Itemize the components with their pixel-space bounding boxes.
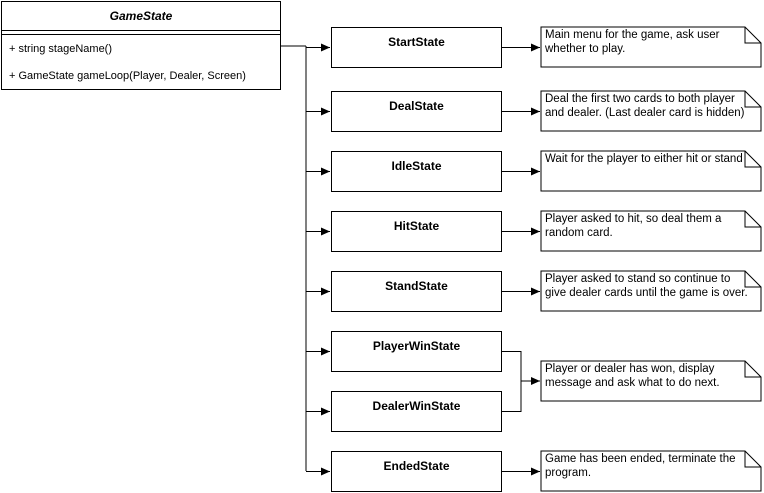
class-divider [2, 31, 280, 35]
note-fold [744, 211, 761, 228]
game-state-class: GameState + string stageName() + GameSta… [1, 1, 281, 90]
state-box-idlestate: IdleState [331, 151, 502, 192]
game-state-class-title: GameState [2, 2, 280, 31]
note-shape [540, 26, 762, 68]
method-stage-name: + string stageName() [9, 43, 113, 55]
note-text: Player or dealer has won, display [545, 363, 715, 375]
note-text: random card. [545, 227, 613, 239]
note-text: Deal the first two cards to both player [545, 93, 735, 105]
note-shape [540, 450, 762, 492]
note-text: Wait for the player to either hit or sta… [545, 153, 743, 165]
note-text: and dealer. (Last dealer card is hidden) [545, 107, 745, 119]
note-text: Player asked to stand so continue to [545, 273, 731, 285]
note-text: message and ask what to do next. [545, 377, 720, 389]
state-label: IdleState [391, 159, 442, 173]
merge-connector [501, 351, 522, 412]
state-label: EndedState [383, 459, 450, 473]
state-label: StartState [388, 35, 445, 49]
state-box-playerwinstate: PlayerWinState [331, 331, 502, 372]
state-label: DealState [389, 99, 444, 113]
note-fold [744, 271, 761, 288]
state-box-dealerwinstate: DealerWinState [331, 391, 502, 432]
note-text: Main menu for the game, ask user [545, 29, 720, 41]
note-fold [744, 451, 761, 468]
note-text: give dealer cards until the game is over… [545, 287, 748, 299]
state-box-standstate: StandState [331, 271, 502, 312]
state-label: PlayerWinState [372, 339, 461, 353]
note-shape [540, 150, 762, 192]
note-text: Game has been ended, terminate the [545, 453, 736, 465]
note-shape [540, 90, 762, 132]
method-game-loop: + GameState gameLoop(Player, Dealer, Scr… [9, 70, 246, 82]
note-fold [744, 27, 761, 44]
note-text: whether to play. [545, 43, 626, 55]
note-shape [540, 210, 762, 252]
state-box-endedstate: EndedState [331, 451, 502, 492]
state-label: StandState [385, 279, 448, 293]
state-box-hitstate: HitState [331, 211, 502, 252]
state-box-startstate: StartState [331, 27, 502, 68]
note-text: program. [545, 467, 592, 479]
state-box-dealstate: DealState [331, 91, 502, 132]
note-text: Player asked to hit, so deal them a [545, 213, 722, 225]
note-shape [540, 270, 762, 312]
note-fold [744, 361, 761, 378]
state-label: DealerWinState [372, 399, 461, 413]
note-fold [744, 151, 761, 168]
note-fold [744, 91, 761, 108]
state-label: HitState [393, 219, 440, 233]
note-shape [540, 360, 762, 402]
